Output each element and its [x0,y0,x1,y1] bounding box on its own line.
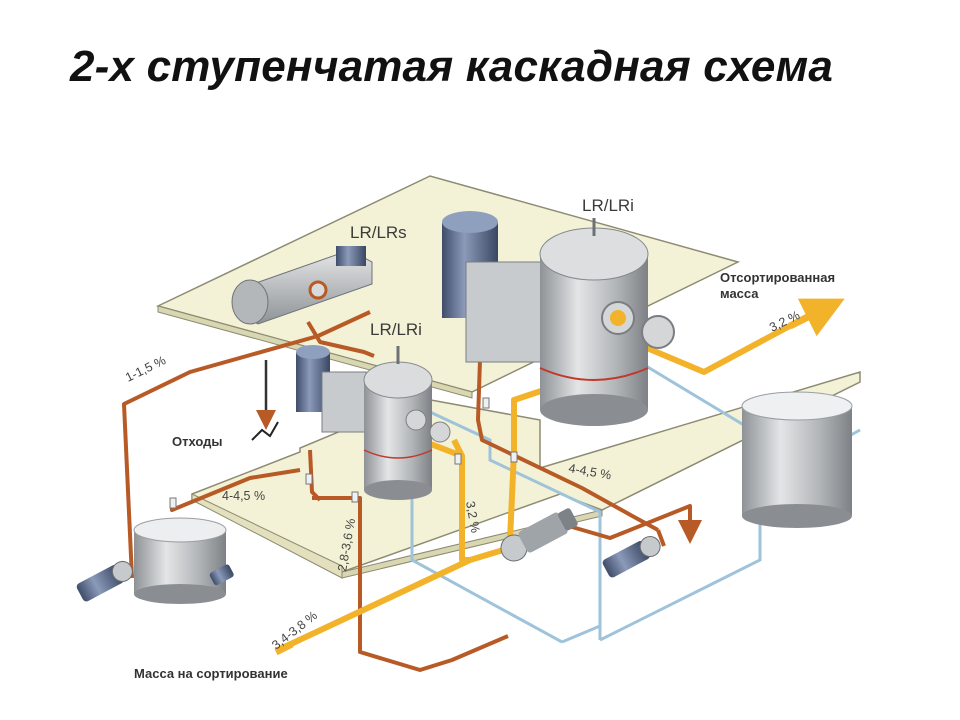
label-sorted-mass-line2: масса [720,286,759,301]
label-conc-34-38: 3,4-3,8 % [269,608,320,652]
label-lr-lrs: LR/LRs [350,223,407,242]
pump-first-stage [500,508,578,562]
label-conc-4-45-left: 4-4,5 % [222,489,265,503]
label-sorted-mass-line1: Отсортированная [720,270,835,285]
label-feed-mass: Масса на сортирование [134,666,288,681]
pump-tank-outlet [209,564,234,586]
slide-title: 2-х ступенчатая каскадная схема [70,42,833,91]
screen-lr-lri-small [296,345,451,500]
label-lr-lri-small: LR/LRi [370,320,422,339]
sorted-mass-arrow [788,298,845,337]
screen-lr-lrs [231,246,373,325]
label-conc-32: 3,2 % [463,500,482,534]
feed-tank [133,517,227,604]
pipe-connectors [169,397,518,509]
screen-lr-lri-large [442,211,675,426]
label-conc-1-15: 1-1,5 % [123,353,168,384]
pump-feed [76,560,133,602]
rejects-zigzag [251,421,279,441]
label-lr-lri-large: LR/LRi [582,196,634,215]
pump-second-stage [602,536,661,578]
feed-mass-arrow [274,640,294,656]
label-rejects: Отходы [172,434,223,449]
storage-tank [741,391,853,528]
